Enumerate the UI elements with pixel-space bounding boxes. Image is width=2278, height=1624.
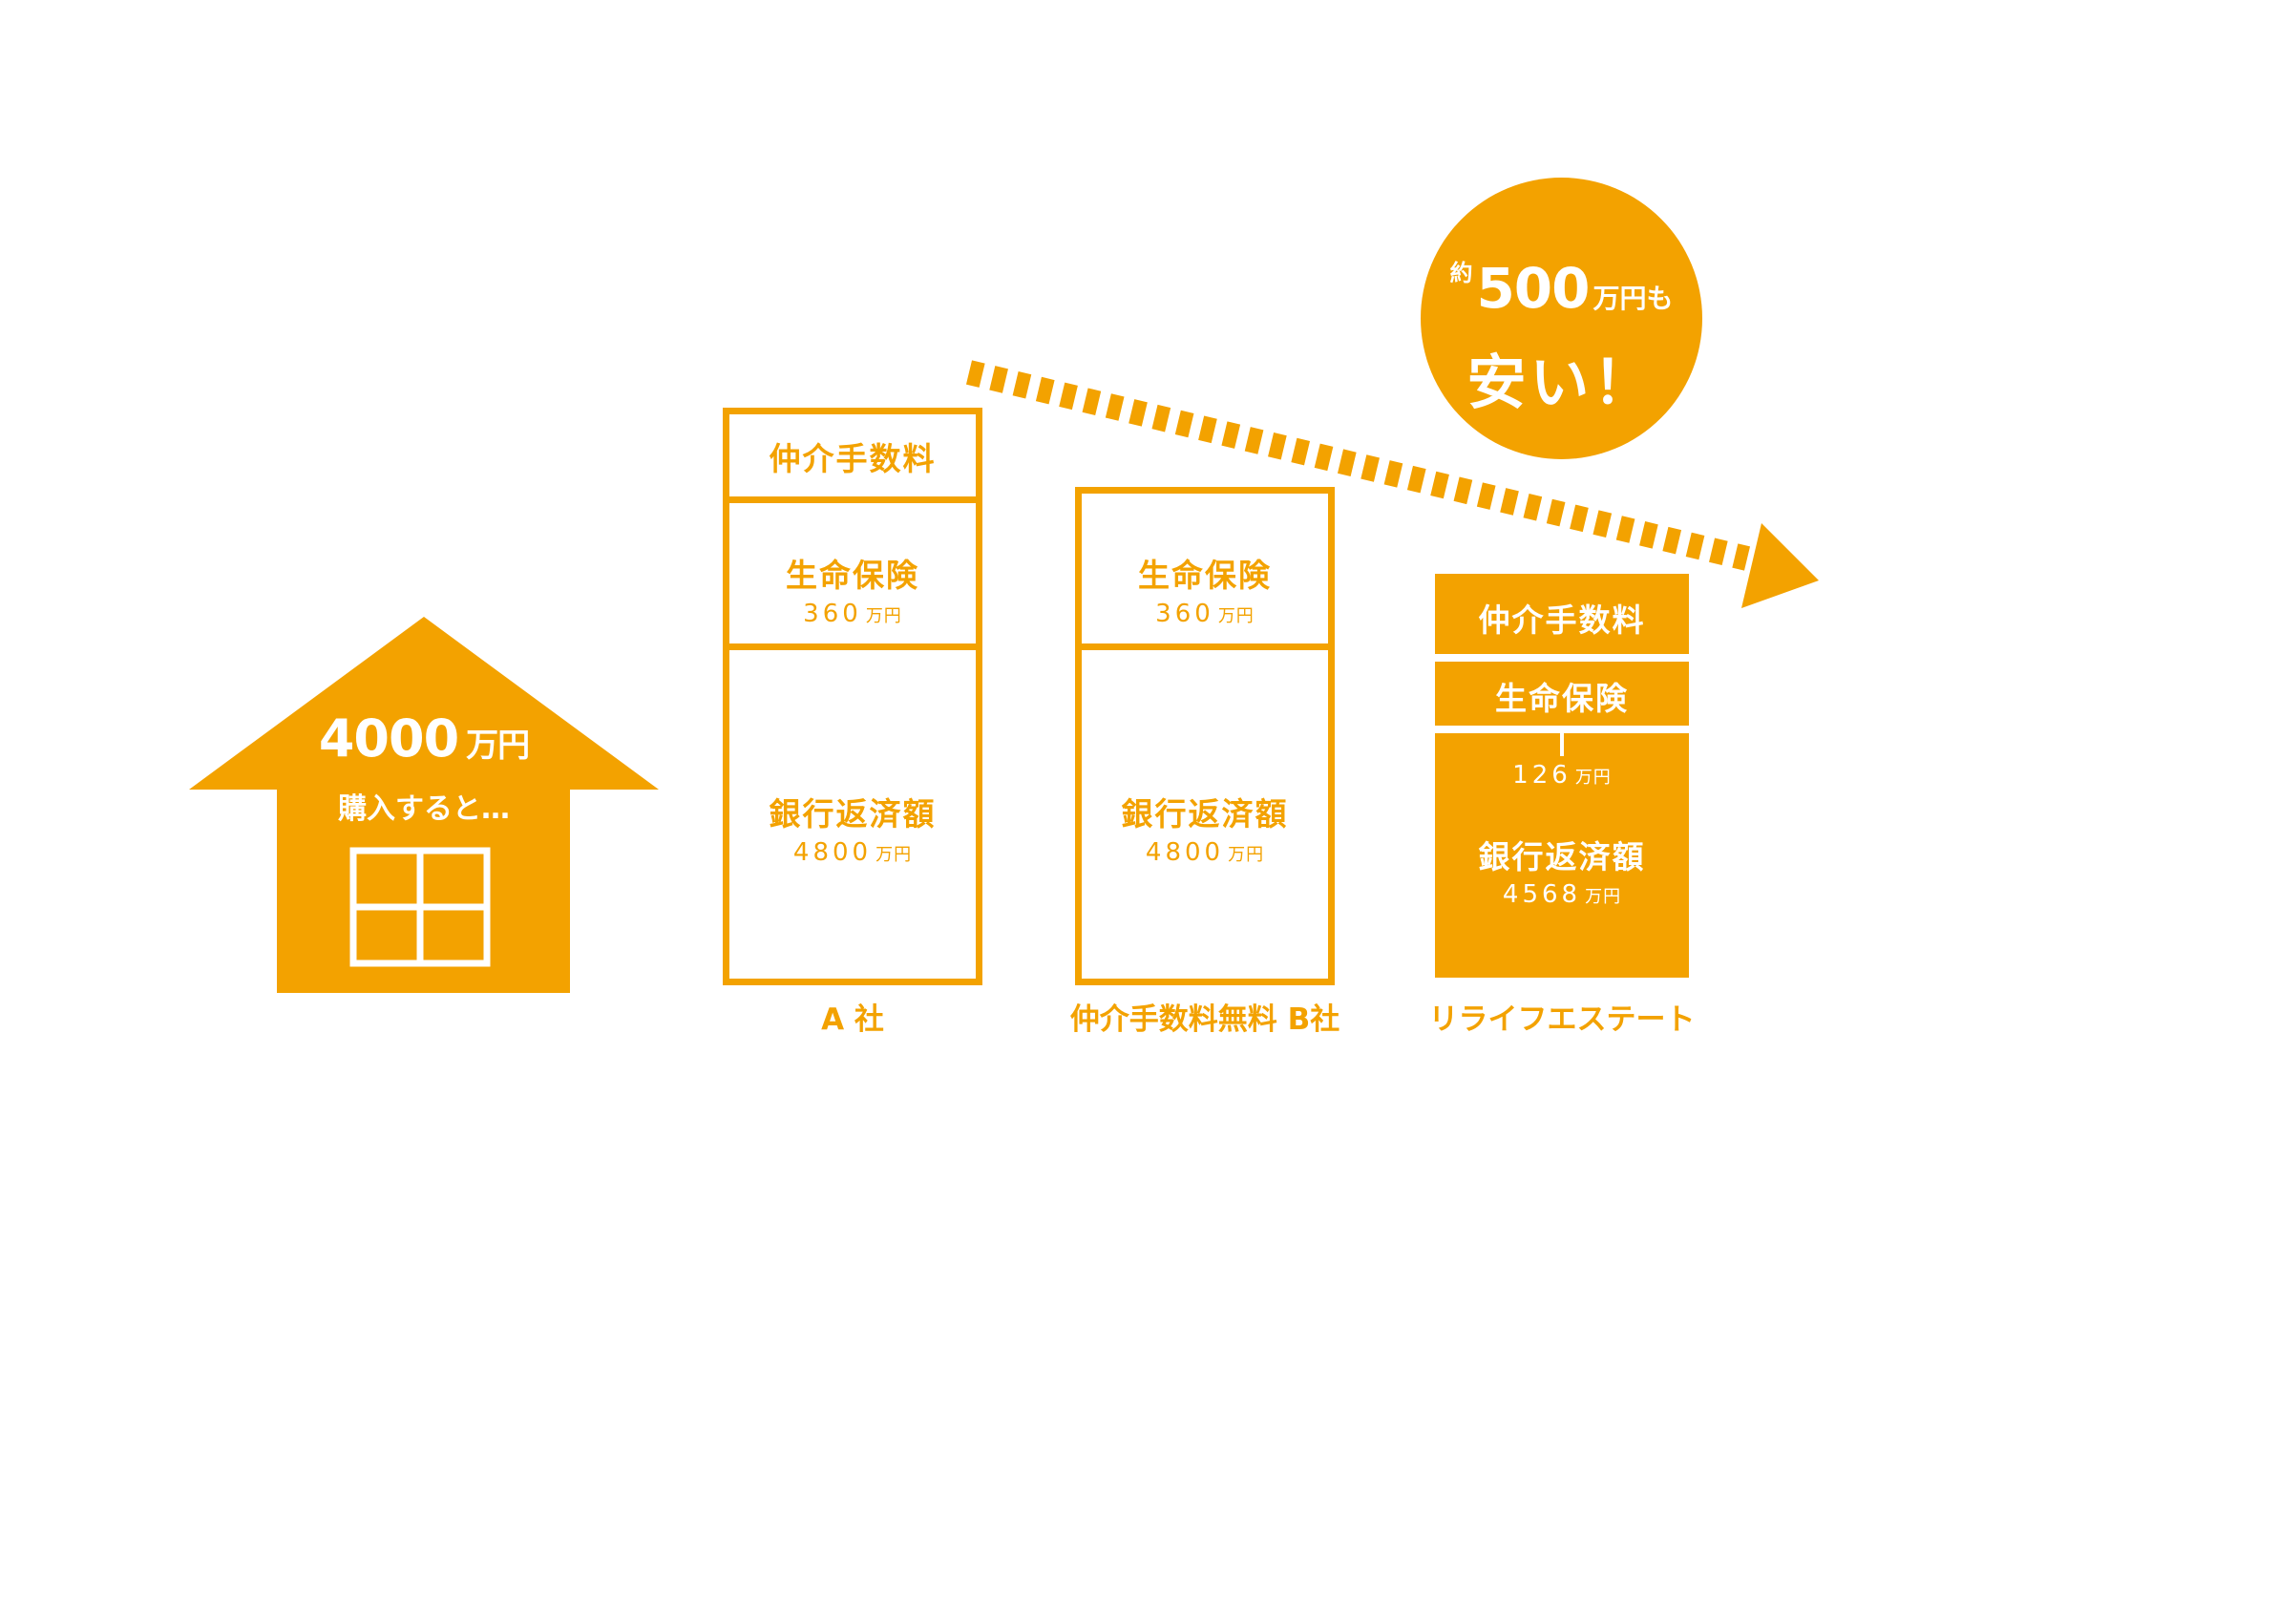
value-number: 4568 xyxy=(1502,880,1582,909)
segment-life-insurance: 生命保険 xyxy=(786,557,919,594)
house-description: 購入すると… xyxy=(338,792,510,826)
value-unit: 万円 xyxy=(1217,606,1255,626)
divider xyxy=(1082,643,1328,650)
value-number: 4800 xyxy=(1145,838,1225,867)
segment-bank-repayment: 銀行返済額 xyxy=(769,795,937,833)
house-price-number: 4000 xyxy=(318,708,459,769)
value-number: 126 xyxy=(1512,761,1571,790)
house-price-unit: 万円 xyxy=(466,727,530,765)
divider xyxy=(1435,726,1689,733)
segment-bank-repayment: 銀行返済額 xyxy=(1478,838,1646,875)
column-label-relife: リライフエステート xyxy=(1428,1002,1696,1037)
value-unit: 万円 xyxy=(875,845,913,865)
window-icon xyxy=(349,847,491,967)
value-unit: 万円 xyxy=(865,606,902,626)
segment-life-insurance: 生命保険 xyxy=(1138,557,1272,594)
divider xyxy=(1435,654,1689,662)
value-unit: 万円 xyxy=(1228,845,1265,865)
savings-cheaper-text: 安い！ xyxy=(1466,348,1656,417)
savings-prefix: 約 xyxy=(1449,260,1473,286)
segment-life-insurance: 生命保険 xyxy=(1495,680,1629,717)
value-unit: 万円 xyxy=(1585,887,1622,907)
value-number: 360 xyxy=(1155,600,1214,628)
divider xyxy=(729,496,976,503)
life-insurance-value-leader xyxy=(1560,733,1564,756)
savings-number: 500 xyxy=(1476,256,1590,321)
value-number: 4800 xyxy=(792,838,873,867)
segment-brokerage-fee: 仲介手数料 xyxy=(1478,601,1646,639)
column-label-b: 仲介手数料無料 B社 xyxy=(1069,1002,1340,1037)
value-unit: 万円 xyxy=(1574,768,1612,788)
savings-suffix: 万円も xyxy=(1592,283,1674,314)
segment-bank-repayment: 銀行返済額 xyxy=(1121,795,1289,833)
divider xyxy=(729,643,976,650)
segment-brokerage-fee: 仲介手数料 xyxy=(769,440,937,477)
value-number: 360 xyxy=(803,600,862,628)
house-shape-icon xyxy=(189,617,659,993)
column-label-a: A 社 xyxy=(821,1002,884,1037)
